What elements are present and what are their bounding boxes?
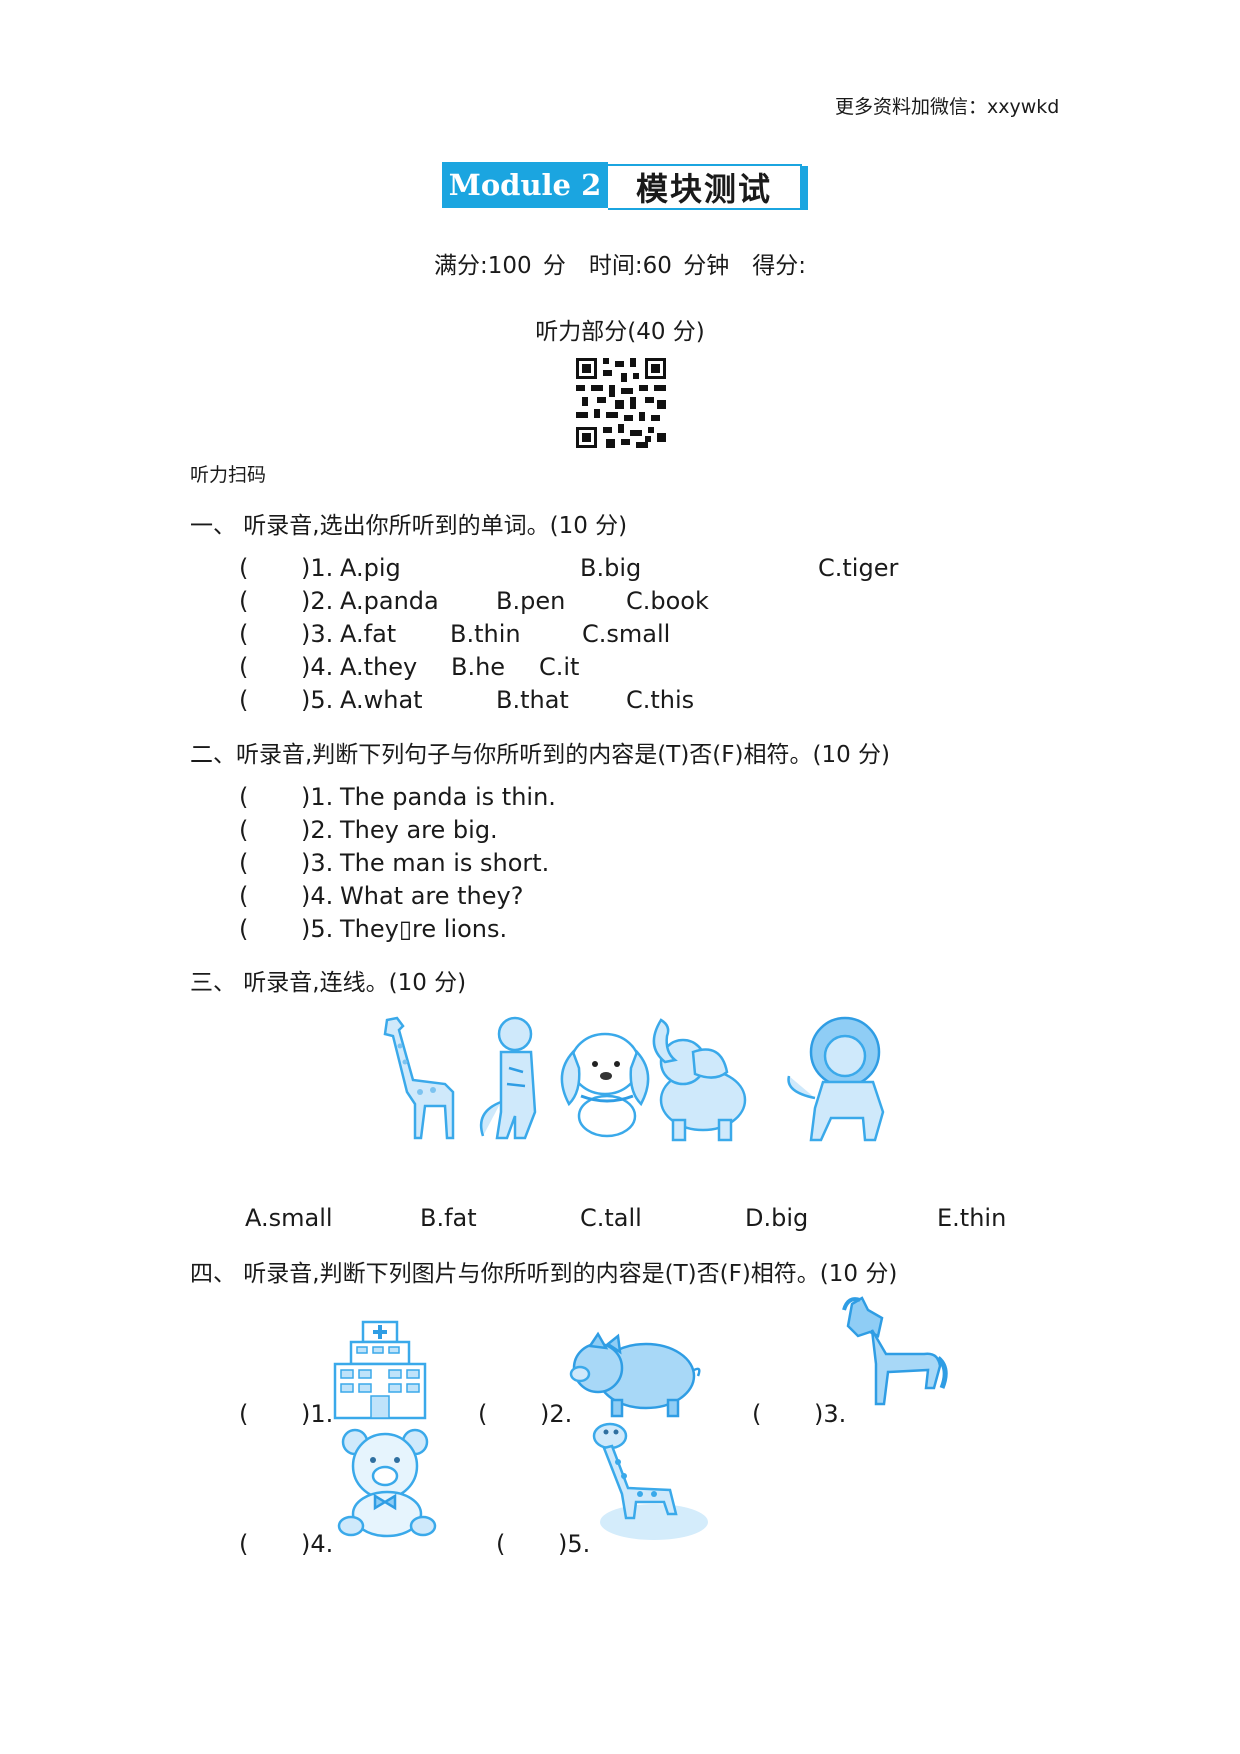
header-note: 更多资料加微信：xxywkd [835, 96, 1060, 118]
module-banner: Module 2 模块测试 [442, 162, 808, 210]
answer-paren: ( [239, 783, 249, 811]
answer-paren: ( [239, 587, 249, 615]
option-b: B.that [496, 686, 569, 714]
score-line: 满分:100 分 时间:60 分钟 得分: [433, 253, 807, 279]
option-c: C.book [626, 587, 709, 615]
tiger-icon [479, 1016, 537, 1140]
answer-paren: ( [752, 1400, 762, 1428]
answer-paren: ( [239, 882, 249, 910]
option-a: A.fat [340, 620, 397, 648]
option-b: B.thin [450, 620, 521, 648]
answer-paren: ( [239, 849, 249, 877]
banner-title: 模块测试 [608, 164, 802, 210]
listening-title: 听力部分(40 分) [535, 319, 705, 345]
sentence: The panda is thin. [340, 783, 556, 811]
answer-paren: ( [239, 653, 249, 681]
item-number: )2. [301, 587, 334, 615]
item-number: )5. [301, 686, 334, 714]
answer-paren: ( [496, 1530, 506, 1558]
sentence: They▯re lions. [340, 915, 508, 943]
item-number: )4. [301, 1530, 334, 1558]
item-number: )1. [301, 783, 334, 811]
giraffe-icon [592, 1422, 708, 1540]
match-option: A.small [245, 1204, 333, 1232]
dog-icon [560, 1032, 650, 1138]
item-number: )2. [540, 1400, 573, 1428]
match-option: D.big [745, 1204, 809, 1232]
answer-paren: ( [239, 686, 249, 714]
option-c: C.it [539, 653, 580, 681]
banner-shadow [802, 166, 808, 210]
section-4-title: 四、 听录音,判断下列图片与你所听到的内容是(T)否(F)相符。(10 分) [190, 1261, 898, 1287]
answer-paren: ( [239, 1400, 249, 1428]
sentence: The man is short. [340, 849, 550, 877]
item-number: )1. [301, 1400, 334, 1428]
option-a: A.panda [340, 587, 439, 615]
pig-icon [569, 1331, 701, 1418]
option-b: B.he [451, 653, 506, 681]
item-number: )3. [301, 620, 334, 648]
match-option: C.tall [580, 1204, 642, 1232]
sentence: What are they? [340, 882, 524, 910]
item-number: )2. [301, 816, 334, 844]
answer-paren: ( [239, 816, 249, 844]
giraffe-icon [383, 1016, 455, 1140]
item-number: )4. [301, 653, 334, 681]
animal-pictures [383, 1016, 885, 1142]
option-a: A.pig [340, 554, 401, 582]
answer-paren: ( [239, 620, 249, 648]
option-c: C.tiger [818, 554, 899, 582]
item-number: )5. [558, 1530, 591, 1558]
answer-paren: ( [478, 1400, 488, 1428]
option-c: C.small [582, 620, 671, 648]
section-2-title: 二、听录音,判断下列句子与你所听到的内容是(T)否(F)相符。(10 分) [190, 742, 891, 768]
qr-label: 听力扫码 [190, 464, 267, 486]
lion-icon [787, 1016, 885, 1142]
item-number: )4. [301, 882, 334, 910]
answer-paren: ( [239, 1530, 249, 1558]
qr-code-icon[interactable] [576, 358, 666, 448]
option-b: B.big [580, 554, 642, 582]
match-option: E.thin [937, 1204, 1007, 1232]
section-1-title: 一、 听录音,选出你所听到的单词。(10 分) [190, 513, 628, 539]
section-3-title: 三、 听录音,连线。(10 分) [190, 970, 467, 996]
option-a: A.they [340, 653, 418, 681]
option-a: A.what [340, 686, 423, 714]
sentence: They are big. [340, 816, 498, 844]
answer-paren: ( [239, 915, 249, 943]
item-number: )1. [301, 554, 334, 582]
item-number: )5. [301, 915, 334, 943]
banner-module: Module 2 [442, 162, 608, 208]
item-number: )3. [814, 1400, 847, 1428]
answer-paren: ( [239, 554, 249, 582]
item-number: )3. [301, 849, 334, 877]
hospital-icon [333, 1320, 427, 1420]
option-c: C.this [626, 686, 695, 714]
horse-icon [842, 1296, 948, 1406]
teddy-bear-icon [337, 1428, 437, 1538]
elephant-icon [652, 1018, 747, 1142]
option-b: B.pen [496, 587, 566, 615]
match-option: B.fat [420, 1204, 477, 1232]
